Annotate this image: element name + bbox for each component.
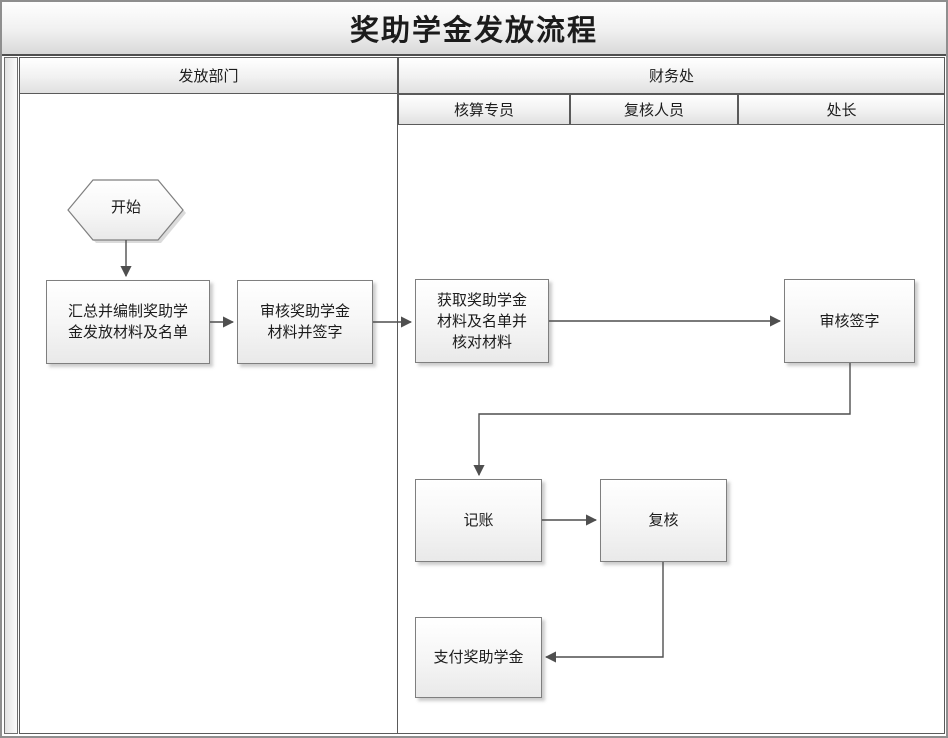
- node-review-sign-materials: 审核奖助学金 材料并签字: [237, 280, 373, 364]
- sublane-header-director: 处长: [738, 94, 945, 125]
- node-bookkeeping: 记账: [415, 479, 542, 562]
- sublane-header-reviewer: 复核人员: [570, 94, 738, 125]
- page-title: 奖助学金发放流程: [2, 2, 946, 56]
- left-phase-strip: [4, 57, 18, 734]
- node-start: 开始: [110, 198, 141, 216]
- sublane-header-accounting-specialist: 核算专员: [398, 94, 570, 125]
- lane-divider: [397, 57, 398, 734]
- node-pay-scholarship: 支付奖助学金: [415, 617, 542, 698]
- lane-header-finance-office: 财务处: [398, 57, 945, 94]
- node-recheck: 复核: [600, 479, 727, 562]
- node-audit-sign: 审核签字: [784, 279, 915, 363]
- node-compile-materials: 汇总并编制奖助学 金发放材料及名单: [46, 280, 210, 364]
- node-obtain-verify-materials: 获取奖助学金 材料及名单并 核对材料: [415, 279, 549, 363]
- lane-header-issuing-dept: 发放部门: [19, 57, 398, 94]
- start-hexagon-shape: [67, 179, 186, 243]
